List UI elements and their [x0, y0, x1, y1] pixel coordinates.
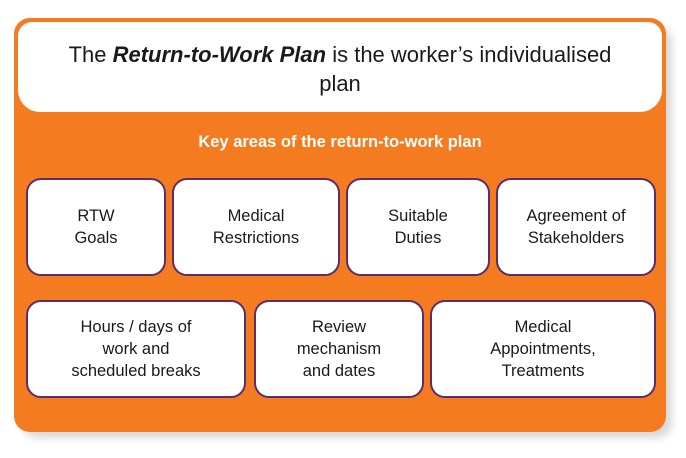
area-medical-appointments: Medical Appointments, Treatments — [430, 300, 656, 398]
header-prefix: The — [68, 42, 113, 67]
section-title: Key areas of the return-to-work plan — [198, 133, 482, 151]
header-box: The Return-to-Work Plan is the worker’s … — [18, 22, 662, 112]
header-suffix: is the worker’s individualised plan — [319, 42, 612, 96]
header-emphasis: Return-to-Work Plan — [112, 42, 327, 67]
area-agreement-of-stakeholders: Agreement of Stakeholders — [496, 178, 656, 276]
header-text: The Return-to-Work Plan is the worker’s … — [58, 40, 622, 98]
area-rtw-goals: RTW Goals — [26, 178, 166, 276]
area-medical-restrictions: Medical Restrictions — [172, 178, 340, 276]
area-review-mechanism: Review mechanism and dates — [254, 300, 424, 398]
area-hours-days-of-work: Hours / days of work and scheduled break… — [26, 300, 246, 398]
area-suitable-duties: Suitable Duties — [346, 178, 490, 276]
